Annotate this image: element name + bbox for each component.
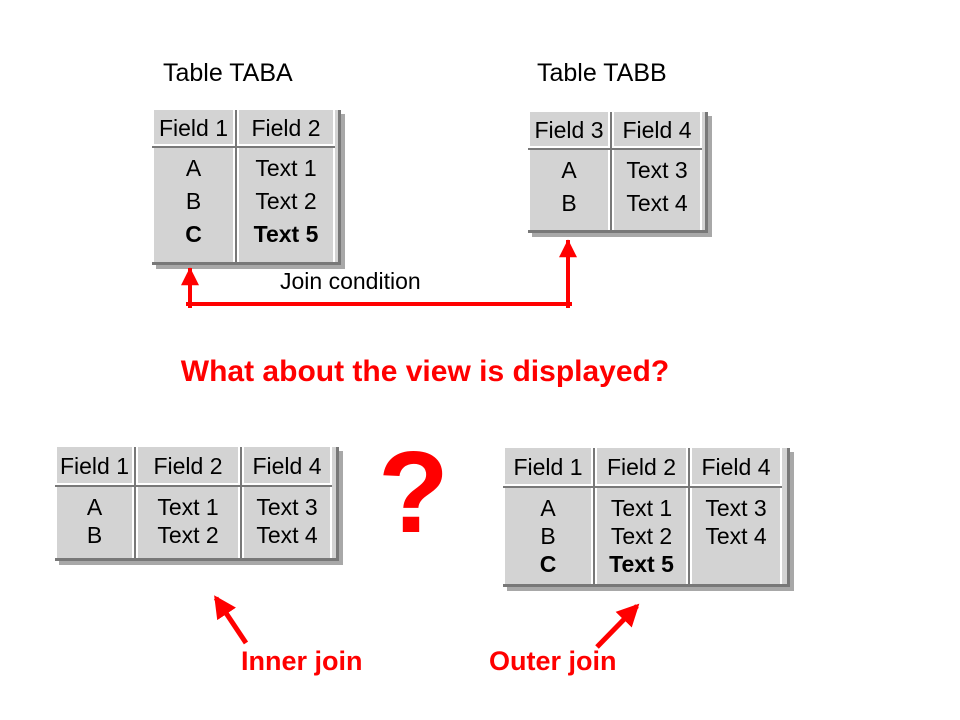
tabb-column-field4: Field 4 Text 3 Text 4 <box>610 112 702 230</box>
column-body: A B <box>55 487 134 558</box>
column-body: Text 3 Text 4 <box>242 487 332 558</box>
cell: Text 2 <box>157 522 219 548</box>
header-cell: Field 2 <box>237 110 335 148</box>
cell: Text 3 <box>626 157 688 183</box>
cell: Text 4 <box>256 522 318 548</box>
header-cell: Field 4 <box>612 112 702 150</box>
table-tabb: Field 3 A B Field 4 Text 3 Text 4 <box>528 112 708 233</box>
column-body: Text 1 Text 2 Text 5 <box>237 148 335 262</box>
cell: B <box>86 522 103 548</box>
join-condition-label: Join condition <box>280 268 421 294</box>
cell: C <box>539 551 557 577</box>
inner-join-result-table: Field 1 A B Field 2 Text 1 Text 2 Field … <box>55 447 339 561</box>
inner-column-field1: Field 1 A B <box>55 447 134 558</box>
cell: Text 4 <box>626 190 688 216</box>
cell: Text 1 <box>157 494 219 520</box>
taba-column-field1: Field 1 A B C <box>152 110 235 262</box>
table-taba-title: Table TABA <box>163 59 293 87</box>
column-body: A B <box>528 150 610 230</box>
header-cell: Field 1 <box>503 448 593 488</box>
header-cell: Field 4 <box>242 447 332 487</box>
column-body: A B C <box>152 148 235 262</box>
inner-column-field2: Field 2 Text 1 Text 2 <box>134 447 240 558</box>
cell: Text 4 <box>705 523 767 549</box>
taba-column-field2: Field 2 Text 1 Text 2 Text 5 <box>235 110 335 262</box>
cell: Text 1 <box>610 495 673 521</box>
column-body: Text 1 Text 2 <box>136 487 240 558</box>
cell: A <box>561 157 577 183</box>
cell: Text 3 <box>705 495 767 521</box>
inner-column-field4: Field 4 Text 3 Text 4 <box>240 447 332 558</box>
cell: A <box>185 155 202 181</box>
outer-join-arrow <box>595 603 640 649</box>
cell: B <box>561 190 577 216</box>
question-mark: ? <box>378 427 449 557</box>
column-body: Text 3 Text 4 <box>690 488 782 584</box>
cell: B <box>185 188 202 214</box>
inner-join-label: Inner join <box>241 646 363 676</box>
table-tabb-title: Table TABB <box>537 59 667 87</box>
cell: Text 2 <box>255 188 317 214</box>
header-cell: Field 3 <box>528 112 610 150</box>
outer-join-result-table: Field 1 A B C Field 2 Text 1 Text 2 Text… <box>503 448 790 587</box>
cell: Text 5 <box>253 221 319 247</box>
outer-column-field1: Field 1 A B C <box>503 448 593 584</box>
cell: A <box>86 494 103 520</box>
header-cell: Field 1 <box>55 447 134 487</box>
outer-column-field2: Field 2 Text 1 Text 2 Text 5 <box>593 448 688 584</box>
cell: C <box>185 221 202 247</box>
header-cell: Field 4 <box>690 448 782 488</box>
column-body: Text 3 Text 4 <box>612 150 702 230</box>
cell: Text 1 <box>255 155 317 181</box>
header-cell: Field 1 <box>152 110 235 148</box>
tabb-column-field3: Field 3 A B <box>528 112 610 230</box>
question-heading: What about the view is displayed? <box>180 355 670 388</box>
table-taba: Field 1 A B C Field 2 Text 1 Text 2 Text… <box>152 110 341 265</box>
header-cell: Field 2 <box>595 448 688 488</box>
cell: Text 3 <box>256 494 318 520</box>
inner-join-arrow <box>213 595 249 645</box>
cell: B <box>540 523 556 549</box>
cell: Text 2 <box>610 523 673 549</box>
cell: A <box>540 495 556 521</box>
outer-column-field4: Field 4 Text 3 Text 4 <box>688 448 782 584</box>
outer-join-label: Outer join <box>489 646 617 676</box>
column-body: A B C <box>503 488 593 584</box>
header-cell: Field 2 <box>136 447 240 487</box>
cell: Text 5 <box>609 551 674 577</box>
column-body: Text 1 Text 2 Text 5 <box>595 488 688 584</box>
